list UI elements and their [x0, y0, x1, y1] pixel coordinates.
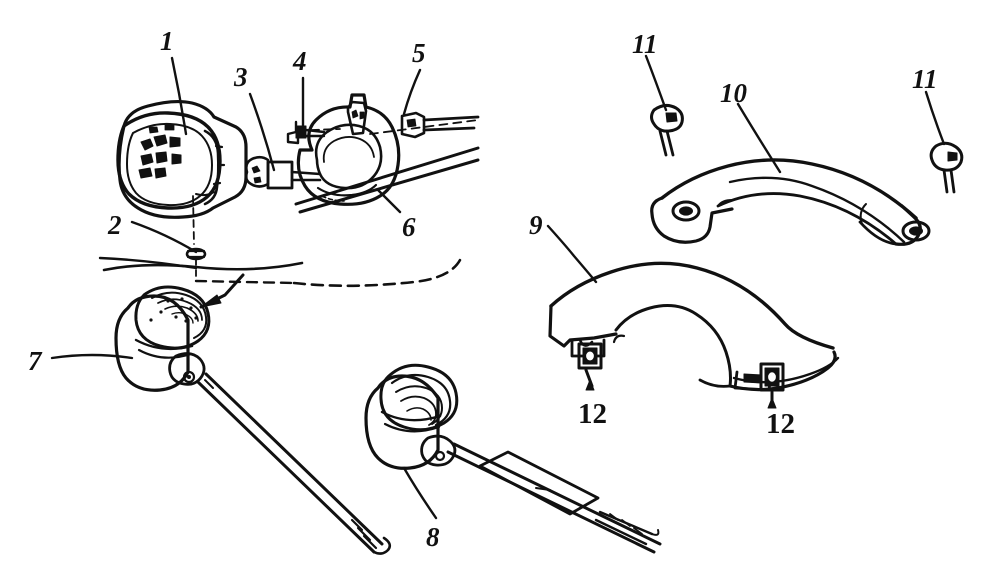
part-3-hex-bolt-small: [244, 155, 322, 190]
callout-label-11-right: 11: [912, 64, 938, 94]
leader-3: [248, 92, 276, 172]
part-12-square-nut-clip-left: [577, 342, 603, 391]
leader-11-right: [924, 90, 946, 146]
callout-label-6: 6: [402, 212, 416, 242]
leader-9: [546, 224, 598, 284]
callout-label-12-left: 12: [578, 398, 607, 430]
callout-label-5: 5: [412, 38, 426, 68]
callout-label-7: 7: [28, 346, 42, 376]
part-1-round-connector-housing: [116, 99, 248, 219]
leader-5: [402, 68, 422, 116]
leader-8: [402, 466, 438, 520]
part-10-mounting-strap-bracket: [650, 158, 931, 246]
callout-label-8: 8: [426, 522, 440, 552]
part-11-mounting-bolt-left: [650, 103, 684, 157]
leader-10: [736, 102, 782, 174]
part-6-sensor-body-housing: [294, 93, 480, 214]
part-5-hex-bolt-upper: [400, 111, 480, 139]
wiring-harness-line: [98, 256, 462, 309]
callout-label-9: 9: [529, 210, 543, 240]
part-9-heat-shield-cover: [548, 261, 840, 392]
callout-label-11-left: 11: [632, 29, 658, 59]
leader-2: [130, 220, 198, 254]
leader-11-left: [644, 54, 668, 112]
callout-label-12-right: 12: [766, 408, 795, 440]
part-11-mounting-bolt-right: [929, 141, 964, 194]
callout-label-3: 3: [234, 62, 248, 92]
leader-7: [50, 353, 134, 360]
leader-6: [376, 188, 402, 214]
part-8-ribbed-boot-assembly: [364, 363, 662, 554]
part-7-ribbed-boot-assembly: [114, 285, 392, 555]
callout-label-2: 2: [108, 210, 122, 240]
callout-leader-lines: [50, 54, 946, 520]
part-12-square-nut-clip-right: [759, 362, 785, 409]
callout-label-10: 10: [720, 78, 747, 108]
leader-1: [170, 56, 188, 136]
callout-label-4: 4: [293, 46, 307, 76]
callout-label-1: 1: [160, 26, 174, 56]
